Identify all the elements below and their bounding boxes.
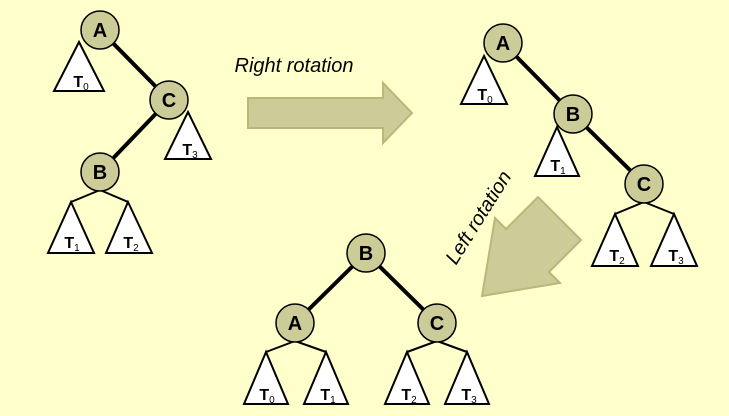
subtree-t0-label: T0 [73, 74, 89, 93]
node-b-label: B [566, 104, 580, 126]
node-b-circle [553, 94, 593, 134]
edge-c-t2 [406, 340, 438, 353]
node-b-label: B [93, 162, 107, 184]
node-a-circle [483, 23, 523, 63]
node-c-circle [149, 80, 189, 120]
node-c-label: C [637, 174, 651, 196]
subtree-t2-triangle [383, 349, 431, 405]
node-c-circle [624, 164, 664, 204]
left-arrow-shape [480, 195, 583, 298]
subtree-t1-triangle [46, 199, 96, 254]
subtree-t0-label: T0 [259, 387, 275, 406]
tree-after-left: T0 T1 T2 T3 B A C [242, 233, 491, 406]
subtree-t0-triangle [52, 39, 106, 92]
edge-a-t0 [265, 340, 296, 353]
subtree-t3-label: T3 [182, 142, 198, 161]
edge-b-t2 [99, 189, 129, 203]
tree-initial: T0 T3 T1 T2 A C B [46, 10, 213, 254]
subtree-t1-label: T1 [64, 235, 80, 254]
node-a-label: A [288, 313, 302, 335]
edge-c-t2 [614, 201, 645, 215]
subtree-t1-label: T1 [320, 387, 336, 406]
node-c-label: C [162, 90, 176, 112]
subtree-t3-label: T3 [668, 248, 684, 267]
subtree-t1-triangle [533, 124, 581, 177]
subtree-t0-triangle [242, 349, 290, 405]
subtree-t0-label: T0 [477, 87, 493, 106]
edge-c-t3 [436, 340, 468, 353]
right-rotation-arrow: Right rotation [235, 55, 414, 146]
tree-after-right: T0 T1 T2 T3 A B C [459, 23, 699, 267]
node-a-circle [275, 303, 315, 343]
node-a-label: A [93, 20, 107, 42]
edge-c-t3 [643, 201, 675, 215]
node-c-circle [417, 303, 457, 343]
subtree-t1-triangle [302, 349, 350, 405]
right-rotation-label: Right rotation [235, 55, 354, 77]
subtree-t2-label: T2 [123, 235, 139, 254]
node-c-label: C [430, 313, 444, 335]
subtree-t2-triangle [104, 199, 154, 254]
node-b-label: B [359, 243, 373, 265]
edge-b-t1 [70, 189, 101, 203]
node-b-circle [80, 152, 120, 192]
subtree-t1-label: T1 [550, 158, 566, 177]
right-arrow-shape [247, 80, 414, 146]
subtree-t0-triangle [459, 53, 509, 105]
node-b-circle [346, 233, 386, 273]
subtree-t2-label: T2 [401, 387, 417, 406]
edge-a-t1 [294, 340, 327, 353]
subtree-t3-triangle [443, 349, 491, 405]
node-a-label: A [496, 33, 510, 55]
node-a-circle [80, 10, 120, 50]
subtree-t2-label: T2 [609, 248, 625, 267]
subtree-t3-triangle [163, 109, 213, 160]
subtree-t3-triangle [649, 211, 699, 267]
subtree-t3-label: T3 [461, 387, 477, 406]
subtree-t2-triangle [590, 211, 640, 267]
left-rotation-arrow: Left rotation [442, 167, 583, 298]
